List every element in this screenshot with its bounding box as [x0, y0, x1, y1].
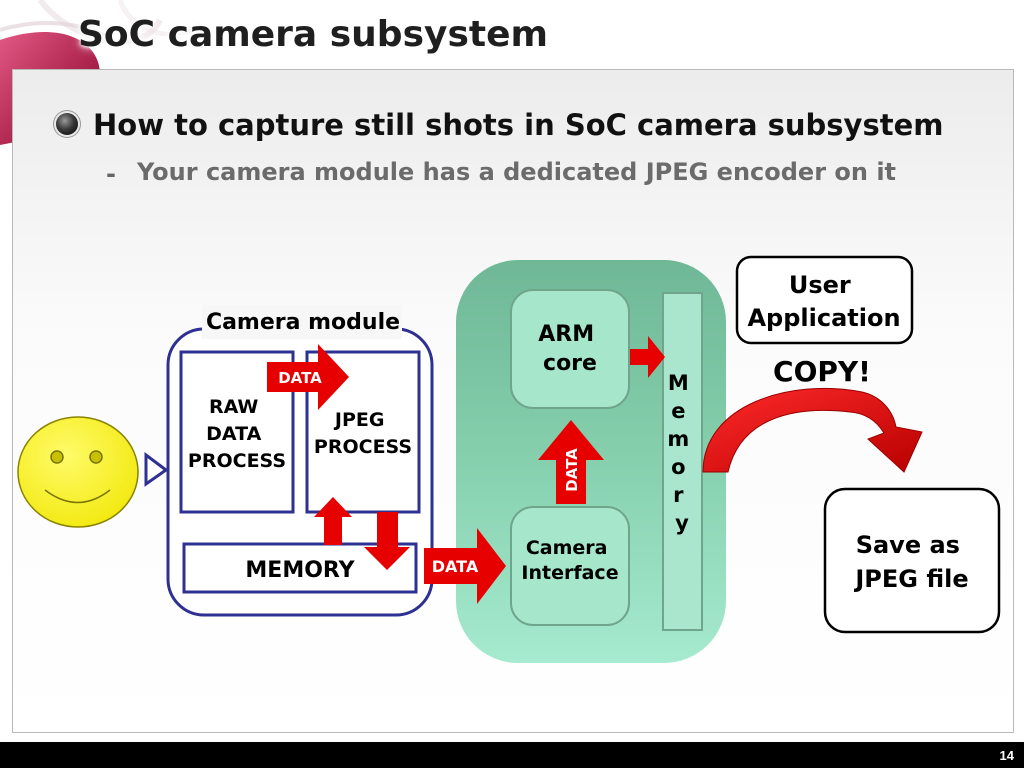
arrow-memory-to-jpeg: [314, 497, 352, 545]
camera-memory-label: MEMORY: [245, 558, 355, 583]
memory-letter-1: M: [668, 371, 689, 395]
user-app-line-1: User: [789, 271, 851, 299]
user-app-line-2: Application: [747, 304, 900, 332]
bullet-sub-text: Your camera module has a dedicated JPEG …: [137, 158, 897, 186]
data-arrow-label-2: DATA: [432, 557, 479, 576]
svg-text:RAW DATA PROCESS: RAW DATA PROCESS: [188, 396, 286, 472]
save-jpeg-box: [823, 487, 1001, 634]
sub-bullet-dash: -: [106, 160, 116, 188]
arm-line-2: core: [543, 351, 597, 376]
data-arrow-label-1: DATA: [278, 369, 322, 387]
jpeg-line-1: JPEG: [333, 409, 385, 431]
memory-letter-3: m: [667, 427, 689, 451]
arrow-arm-to-memory: [630, 336, 665, 378]
memory-letter-6: y: [675, 511, 689, 535]
slide-title: SoC camera subsystem: [78, 14, 549, 55]
memory-letter-5: r: [673, 483, 684, 507]
data-arrow-memory-to-interface: [424, 528, 506, 604]
arm-line-1: ARM: [538, 322, 594, 347]
raw-line-2: DATA: [206, 423, 261, 445]
cam-iface-line-1: Camera: [526, 537, 608, 559]
round-bullet-icon: [56, 113, 78, 135]
save-line-2: JPEG file: [853, 565, 968, 593]
data-arrow-interface-to-arm: [538, 420, 604, 504]
svg-text:M e m o r: M e m o r y: [667, 371, 696, 535]
svg-text:JPEG PROCESS: JPEG PROCESS: [314, 409, 412, 458]
save-line-1: Save as: [856, 531, 960, 559]
svg-text:User Application: User Application: [747, 271, 900, 332]
arm-core-box: [510, 289, 630, 409]
user-application-box: [735, 255, 914, 345]
raw-line-3: PROCESS: [188, 450, 286, 472]
copy-label: COPY!: [773, 355, 871, 388]
memory-letter-2: e: [671, 399, 685, 423]
footer-bar: 14: [0, 742, 1024, 768]
arrow-jpeg-to-memory: [364, 512, 410, 570]
copy-arrow: [702, 387, 923, 473]
soc-memory-column: [662, 292, 703, 631]
svg-text:Camera Interface: Camera Interface: [521, 537, 618, 584]
svg-text:Save as JPEG file: Save as JPEG file: [853, 531, 968, 593]
svg-text:ARM core: ARM core: [538, 322, 602, 376]
jpeg-line-2: PROCESS: [314, 436, 412, 458]
camera-lens-icon: [144, 452, 169, 487]
bullet-main-text: How to capture still shots in SoC camera…: [93, 108, 944, 142]
memory-letter-4: o: [671, 455, 685, 479]
smiley-face-icon: [17, 416, 139, 528]
data-arrow-raw-to-jpeg: [267, 344, 349, 410]
data-arrow-label-3: DATA: [563, 448, 581, 492]
camera-interface-box: [510, 506, 630, 626]
camera-module-label: Camera module: [206, 310, 400, 335]
page-number: 14: [999, 748, 1014, 763]
cam-iface-line-2: Interface: [521, 562, 618, 584]
raw-line-1: RAW: [209, 396, 258, 418]
